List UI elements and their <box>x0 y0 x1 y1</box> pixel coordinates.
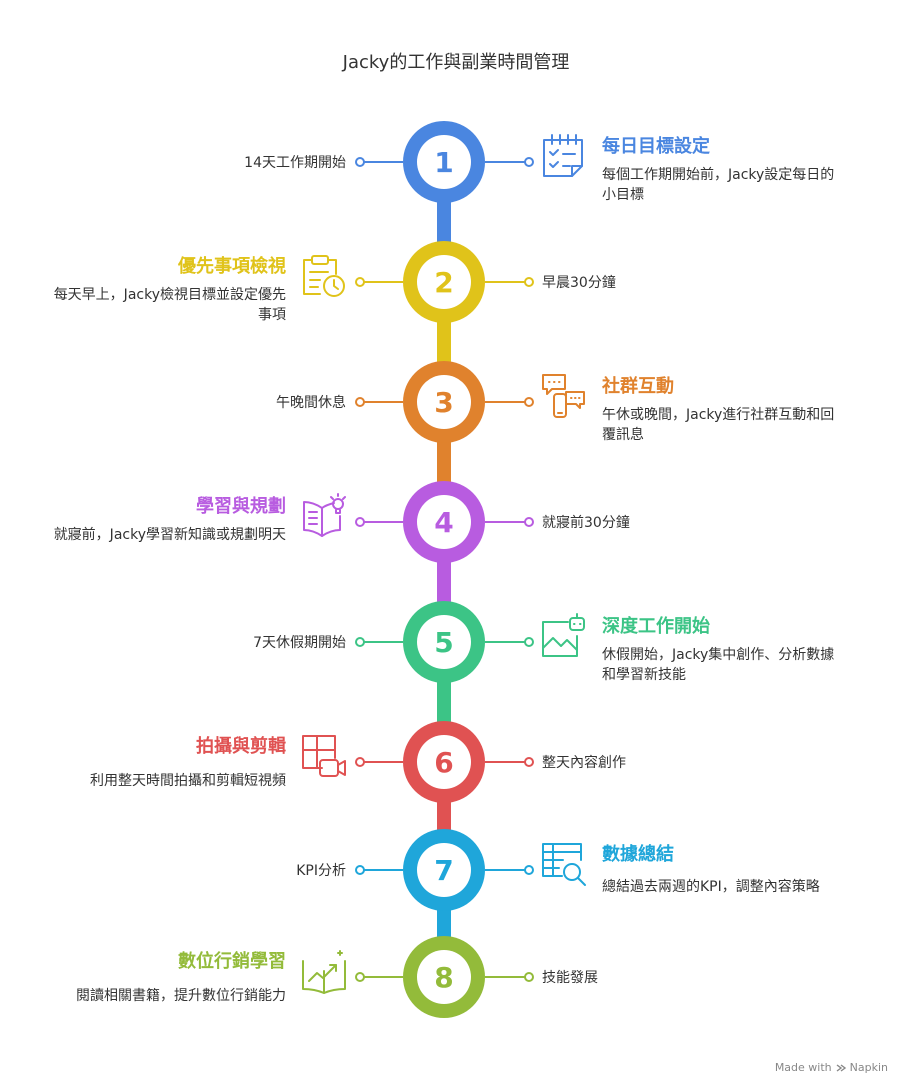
step-number: 8 <box>417 950 471 1004</box>
step-4-desc: 就寢前，Jacky學習新知識或規劃明天 <box>53 527 286 543</box>
connector-dot <box>524 757 534 767</box>
connector <box>485 761 526 763</box>
step-3-side-label: 午晚間休息 <box>276 395 346 411</box>
table-search-icon <box>542 843 586 886</box>
timeline-segment <box>437 682 451 722</box>
page-title: Jacky的工作與副業時間管理 <box>342 52 570 73</box>
step-8-side-label: 技能發展 <box>542 970 598 986</box>
connector <box>362 641 403 643</box>
timeline-segment <box>437 802 451 832</box>
step-8-heading: 數位行銷學習 <box>178 951 286 972</box>
step-3-heading: 社群互動 <box>602 376 674 397</box>
connector <box>485 161 526 163</box>
step-2-node: 2 <box>403 241 485 323</box>
connector-dot <box>524 637 534 647</box>
connector <box>362 761 403 763</box>
connector-dot <box>355 277 365 287</box>
step-2-side-label: 早晨30分鐘 <box>542 275 616 291</box>
step-number: 4 <box>417 495 471 549</box>
chat-phone-icon <box>542 374 585 418</box>
connector-dot <box>524 277 534 287</box>
timeline-segment <box>437 202 451 242</box>
step-1-desc: 每個工作期開始前，Jacky設定每日的小目標 <box>602 167 835 203</box>
step-6-node: 6 <box>403 721 485 803</box>
connector-dot <box>524 865 534 875</box>
book-bulb-icon <box>303 493 346 537</box>
step-2-desc: 每天早上，Jacky檢視目標並設定優先事項 <box>53 287 286 323</box>
step-number: 6 <box>417 735 471 789</box>
step-3-desc: 午休或晚間，Jacky進行社群互動和回覆訊息 <box>602 407 835 443</box>
step-3-node: 3 <box>403 361 485 443</box>
frame-video-icon <box>302 735 346 777</box>
step-number: 7 <box>417 843 471 897</box>
timeline-segment <box>437 562 451 602</box>
step-2-heading: 優先事項檢視 <box>178 256 286 277</box>
connector-dot <box>355 397 365 407</box>
connector <box>362 281 403 283</box>
connector-dot <box>524 517 534 527</box>
step-7-desc: 總結過去兩週的KPI，調整內容策略 <box>602 879 820 895</box>
connector <box>485 641 526 643</box>
book-growth-icon <box>302 950 346 994</box>
connector <box>485 976 526 978</box>
connector <box>362 976 403 978</box>
footer-branding: Made with Napkin <box>775 1061 888 1074</box>
step-5-desc: 休假開始，Jacky集中創作、分析數據和學習新技能 <box>602 647 835 683</box>
step-5-node: 5 <box>403 601 485 683</box>
connector <box>362 521 403 523</box>
step-number: 1 <box>417 135 471 189</box>
step-6-heading: 拍攝與剪輯 <box>196 736 286 757</box>
step-number: 2 <box>417 255 471 309</box>
step-4-heading: 學習與規劃 <box>196 496 286 517</box>
step-1-side-label: 14天工作期開始 <box>244 155 346 171</box>
step-4-side-label: 就寢前30分鐘 <box>542 515 630 531</box>
timeline-segment <box>437 322 451 362</box>
step-4-node: 4 <box>403 481 485 563</box>
connector-dot <box>355 757 365 767</box>
step-5-side-label: 7天休假期開始 <box>253 635 346 651</box>
timeline-segment <box>437 910 451 940</box>
connector-dot <box>524 972 534 982</box>
connector <box>485 401 526 403</box>
clipboard-clock-icon <box>303 255 345 297</box>
napkin-logo-icon <box>836 1063 846 1072</box>
step-number: 5 <box>417 615 471 669</box>
connector-dot <box>355 517 365 527</box>
connector <box>362 869 403 871</box>
step-8-desc: 閱讀相關書籍，提升數位行銷能力 <box>76 988 286 1004</box>
connector-dot <box>355 972 365 982</box>
footer-made-with: Made with <box>774 1061 832 1074</box>
step-number: 3 <box>417 375 471 429</box>
step-7-side-label: KPI分析 <box>296 863 346 879</box>
connector <box>485 281 526 283</box>
connector <box>485 521 526 523</box>
step-1-node: 1 <box>403 121 485 203</box>
step-6-desc: 利用整天時間拍攝和剪輯短視頻 <box>90 773 286 789</box>
step-1-heading: 每日目標設定 <box>602 136 710 157</box>
connector <box>362 161 403 163</box>
connector-dot <box>524 397 534 407</box>
connector <box>362 401 403 403</box>
timeline-segment <box>437 442 451 482</box>
step-6-side-label: 整天內容創作 <box>542 755 626 771</box>
connector-dot <box>355 157 365 167</box>
connector <box>485 869 526 871</box>
step-7-node: 7 <box>403 829 485 911</box>
footer-brand: Napkin <box>849 1061 888 1074</box>
connector-dot <box>355 637 365 647</box>
step-7-heading: 數據總結 <box>602 844 674 865</box>
connector-dot <box>524 157 534 167</box>
step-5-heading: 深度工作開始 <box>602 616 710 637</box>
calendar-check-icon <box>543 134 583 177</box>
image-robot-icon <box>542 613 585 657</box>
connector-dot <box>355 865 365 875</box>
step-8-node: 8 <box>403 936 485 1018</box>
